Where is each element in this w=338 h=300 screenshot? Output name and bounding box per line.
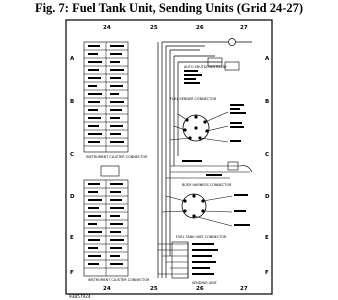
- row-label-A-right: A: [265, 56, 270, 62]
- row-label-E-right: E: [265, 235, 269, 241]
- col-label-26: 26: [196, 25, 204, 31]
- auto-shutdown-relay-area: AUTO SHUTDOWN RELAY: [184, 38, 252, 84]
- sender-connector-top-label: FUEL SENDER CONNECTOR: [170, 97, 217, 101]
- row-label-B-right: B: [265, 99, 269, 105]
- row-label-C-right: C: [265, 152, 269, 158]
- col-label-24-bottom: 24: [103, 286, 111, 292]
- body-harness-connector: BODY HARNESS CONNECTOR: [166, 160, 253, 187]
- row-label-B: B: [70, 99, 74, 105]
- col-label-24: 24: [103, 25, 111, 31]
- sending-unit-section: FUEL TANK UNIT CONNECTOR SENDING UNIT: [158, 235, 227, 285]
- instrument-cluster-connector-bottom: INSTRUMENT CLUSTER CONNECTOR: [83, 165, 150, 282]
- row-label-F-right: F: [265, 270, 269, 276]
- col-label-26-bottom: 26: [196, 286, 204, 292]
- instrument-cluster-connector-top: INSTRUMENT CLUSTER CONNECTOR: [83, 41, 148, 159]
- row-label-C: C: [70, 152, 74, 158]
- harness-wires: [157, 41, 228, 278]
- fuel-sender-connector-top: FUEL SENDER CONNECTOR: [169, 97, 246, 143]
- wiring-diagram: 24 25 26 27 24 25 26 27 A B C D E F A B …: [65, 19, 273, 299]
- row-label-F: F: [70, 270, 74, 276]
- fuel-tank-unit-connector: [161, 193, 250, 227]
- figure-title: Fig. 7: Fuel Tank Unit, Sending Units (G…: [34, 1, 304, 15]
- sending-unit-label: SENDING UNIT: [192, 281, 218, 285]
- figure-id: 93B57924: [69, 294, 91, 299]
- diagram-frame: [65, 19, 273, 295]
- col-label-25-bottom: 25: [150, 286, 158, 292]
- row-label-E: E: [70, 235, 74, 241]
- auto-shutdown-label: AUTO SHUTDOWN RELAY: [184, 65, 228, 69]
- connector-label-bottom: INSTRUMENT CLUSTER CONNECTOR: [88, 278, 150, 282]
- col-label-25: 25: [150, 25, 158, 31]
- body-harness-label: BODY HARNESS CONNECTOR: [182, 183, 232, 187]
- connector-label-top: INSTRUMENT CLUSTER CONNECTOR: [86, 155, 148, 159]
- row-label-D: D: [70, 194, 75, 200]
- row-label-A: A: [70, 56, 75, 62]
- col-label-27-bottom: 27: [240, 286, 248, 292]
- fuel-tank-unit-label: FUEL TANK UNIT CONNECTOR: [176, 235, 227, 239]
- row-label-D-right: D: [265, 194, 270, 200]
- col-label-27: 27: [240, 25, 248, 31]
